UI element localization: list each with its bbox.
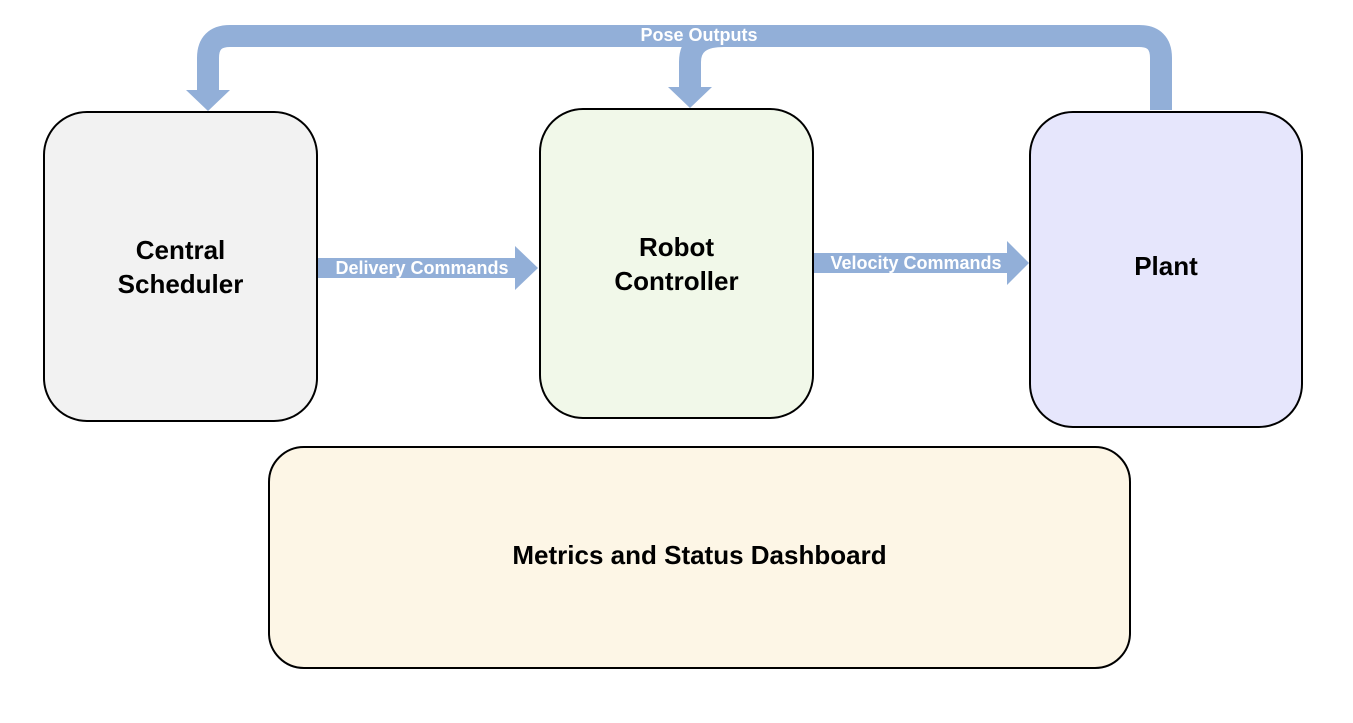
metrics-status-dashboard-label: Metrics and Status Dashboard xyxy=(512,540,887,570)
pose-arrowhead-scheduler xyxy=(186,90,230,111)
pose-feedback-path xyxy=(197,25,1172,110)
central-scheduler-label: Central Scheduler xyxy=(117,234,244,299)
velocity-commands-arrow: Velocity Commands xyxy=(814,241,1029,285)
robot-controller-node: Robot Controller xyxy=(539,108,814,419)
pose-arrowhead-controller xyxy=(668,87,712,108)
robot-controller-label: Robot Controller xyxy=(614,231,739,296)
velocity-arrow-shaft xyxy=(814,253,1008,273)
metrics-status-dashboard-node: Metrics and Status Dashboard xyxy=(268,446,1131,669)
delivery-arrowhead xyxy=(515,246,538,290)
delivery-commands-label: Delivery Commands xyxy=(335,258,508,278)
pose-branch-path xyxy=(679,25,725,90)
plant-label: Plant xyxy=(1134,250,1198,281)
pose-outputs-arrow: Pose Outputs xyxy=(186,25,1172,111)
delivery-commands-arrow: Delivery Commands xyxy=(318,246,538,290)
velocity-arrowhead xyxy=(1007,241,1029,285)
velocity-commands-label: Velocity Commands xyxy=(830,253,1001,273)
delivery-arrow-shaft xyxy=(318,258,516,278)
plant-node: Plant xyxy=(1029,111,1303,428)
pose-outputs-label: Pose Outputs xyxy=(640,25,757,45)
central-scheduler-node: Central Scheduler xyxy=(43,111,318,422)
